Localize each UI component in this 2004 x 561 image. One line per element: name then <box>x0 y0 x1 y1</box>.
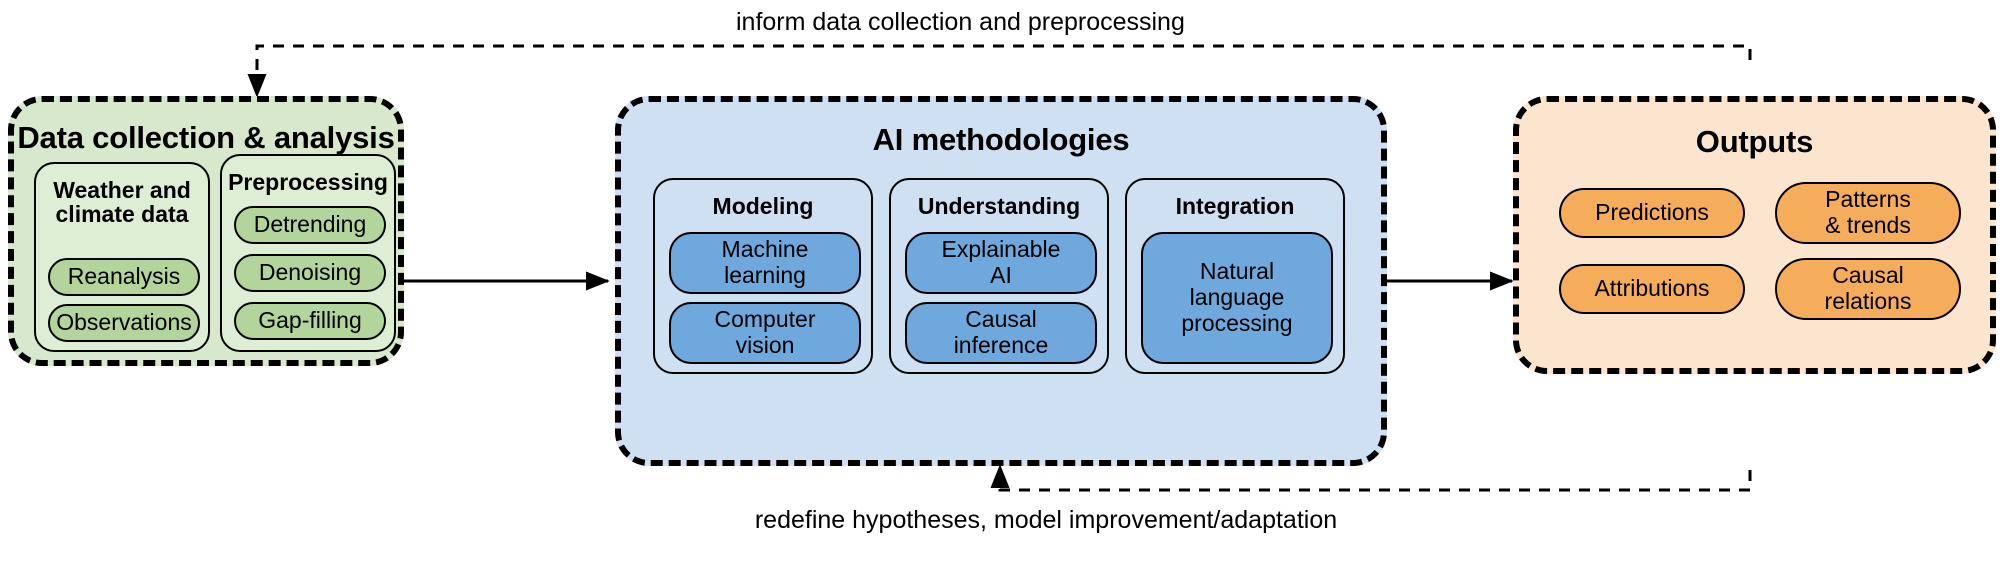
group-preprocessing[interactable]: Preprocessing Detrending Denoising Gap-f… <box>220 154 396 352</box>
pill-causal-relations[interactable]: Causal relations <box>1775 258 1961 320</box>
pill-line-3: processing <box>1181 309 1293 336</box>
pill-line-1: Computer <box>714 306 816 333</box>
pill-line-1: Machine <box>721 236 809 263</box>
panel-outputs-title: Outputs <box>1695 124 1814 159</box>
pill-causal-inference[interactable]: Causal inference <box>905 302 1097 364</box>
group-preprocessing-title: Preprocessing <box>228 169 388 195</box>
panel-ai-methodologies-title: AI methodologies <box>872 122 1130 157</box>
pill-gap-filling[interactable]: Gap-filling <box>234 302 386 340</box>
pill-line-1: Patterns <box>1825 186 1911 213</box>
pill-explainable-ai[interactable]: Explainable AI <box>905 232 1097 294</box>
pill-line-2: language <box>1189 284 1285 311</box>
pill-machine-learning[interactable]: Machine learning <box>669 232 861 294</box>
pill-line-2: inference <box>953 332 1049 358</box>
pill-detrending[interactable]: Detrending <box>234 206 386 244</box>
pill-line-1: Causal <box>1832 262 1904 289</box>
group-integration[interactable]: Integration Natural language processing <box>1125 178 1345 374</box>
pill-line-2: & trends <box>1825 212 1911 238</box>
pill-line-1: Natural <box>1199 258 1275 285</box>
pill-predictions[interactable]: Predictions <box>1559 188 1745 238</box>
pill-observations[interactable]: Observations <box>48 304 200 342</box>
feedback-top-path <box>247 44 1752 98</box>
panel-ai-methodologies[interactable]: AI methodologies Modeling Machine learni… <box>615 96 1387 466</box>
pill-patterns-trends[interactable]: Patterns & trends <box>1775 182 1961 244</box>
feedback-bottom-path <box>990 464 1752 492</box>
pill-reanalysis[interactable]: Reanalysis <box>48 258 200 296</box>
pill-attributions[interactable]: Attributions <box>1559 264 1745 314</box>
group-title-line-1: Weather and <box>53 177 191 203</box>
group-understanding-title: Understanding <box>917 193 1081 219</box>
pill-line-2: learning <box>724 262 806 288</box>
pill-line-1: Attributions <box>1594 275 1710 302</box>
feedback-top-caption: inform data collection and preprocessing <box>736 8 1185 36</box>
pill-line-2: vision <box>735 332 795 358</box>
group-modeling-title: Modeling <box>712 193 814 219</box>
panel-outputs[interactable]: Outputs Predictions Patterns & trends At… <box>1513 96 1996 374</box>
pill-line-2: AI <box>990 262 1012 288</box>
group-integration-title: Integration <box>1175 193 1295 219</box>
panel-data-collection[interactable]: Data collection & analysis Weather and c… <box>8 96 404 366</box>
pill-natural-language-processing[interactable]: Natural language processing <box>1141 232 1333 364</box>
panel-data-collection-title: Data collection & analysis <box>17 120 395 155</box>
pill-line-1: Predictions <box>1595 199 1709 226</box>
pill-denoising[interactable]: Denoising <box>234 254 386 292</box>
pill-line-1: Explainable <box>941 236 1061 263</box>
group-weather-climate-data[interactable]: Weather and climate data Reanalysis Obse… <box>34 162 210 352</box>
group-title-line-2: climate data <box>55 201 189 228</box>
group-modeling[interactable]: Modeling Machine learning Computer visio… <box>653 178 873 374</box>
pill-computer-vision[interactable]: Computer vision <box>669 302 861 364</box>
group-understanding[interactable]: Understanding Explainable AI Causal infe… <box>889 178 1109 374</box>
feedback-bottom-caption: redefine hypotheses, model improvement/a… <box>754 506 1338 534</box>
pill-line-1: Causal <box>965 306 1037 333</box>
group-weather-climate-data-title: Weather and climate data <box>36 178 208 227</box>
pill-line-2: relations <box>1824 288 1912 314</box>
